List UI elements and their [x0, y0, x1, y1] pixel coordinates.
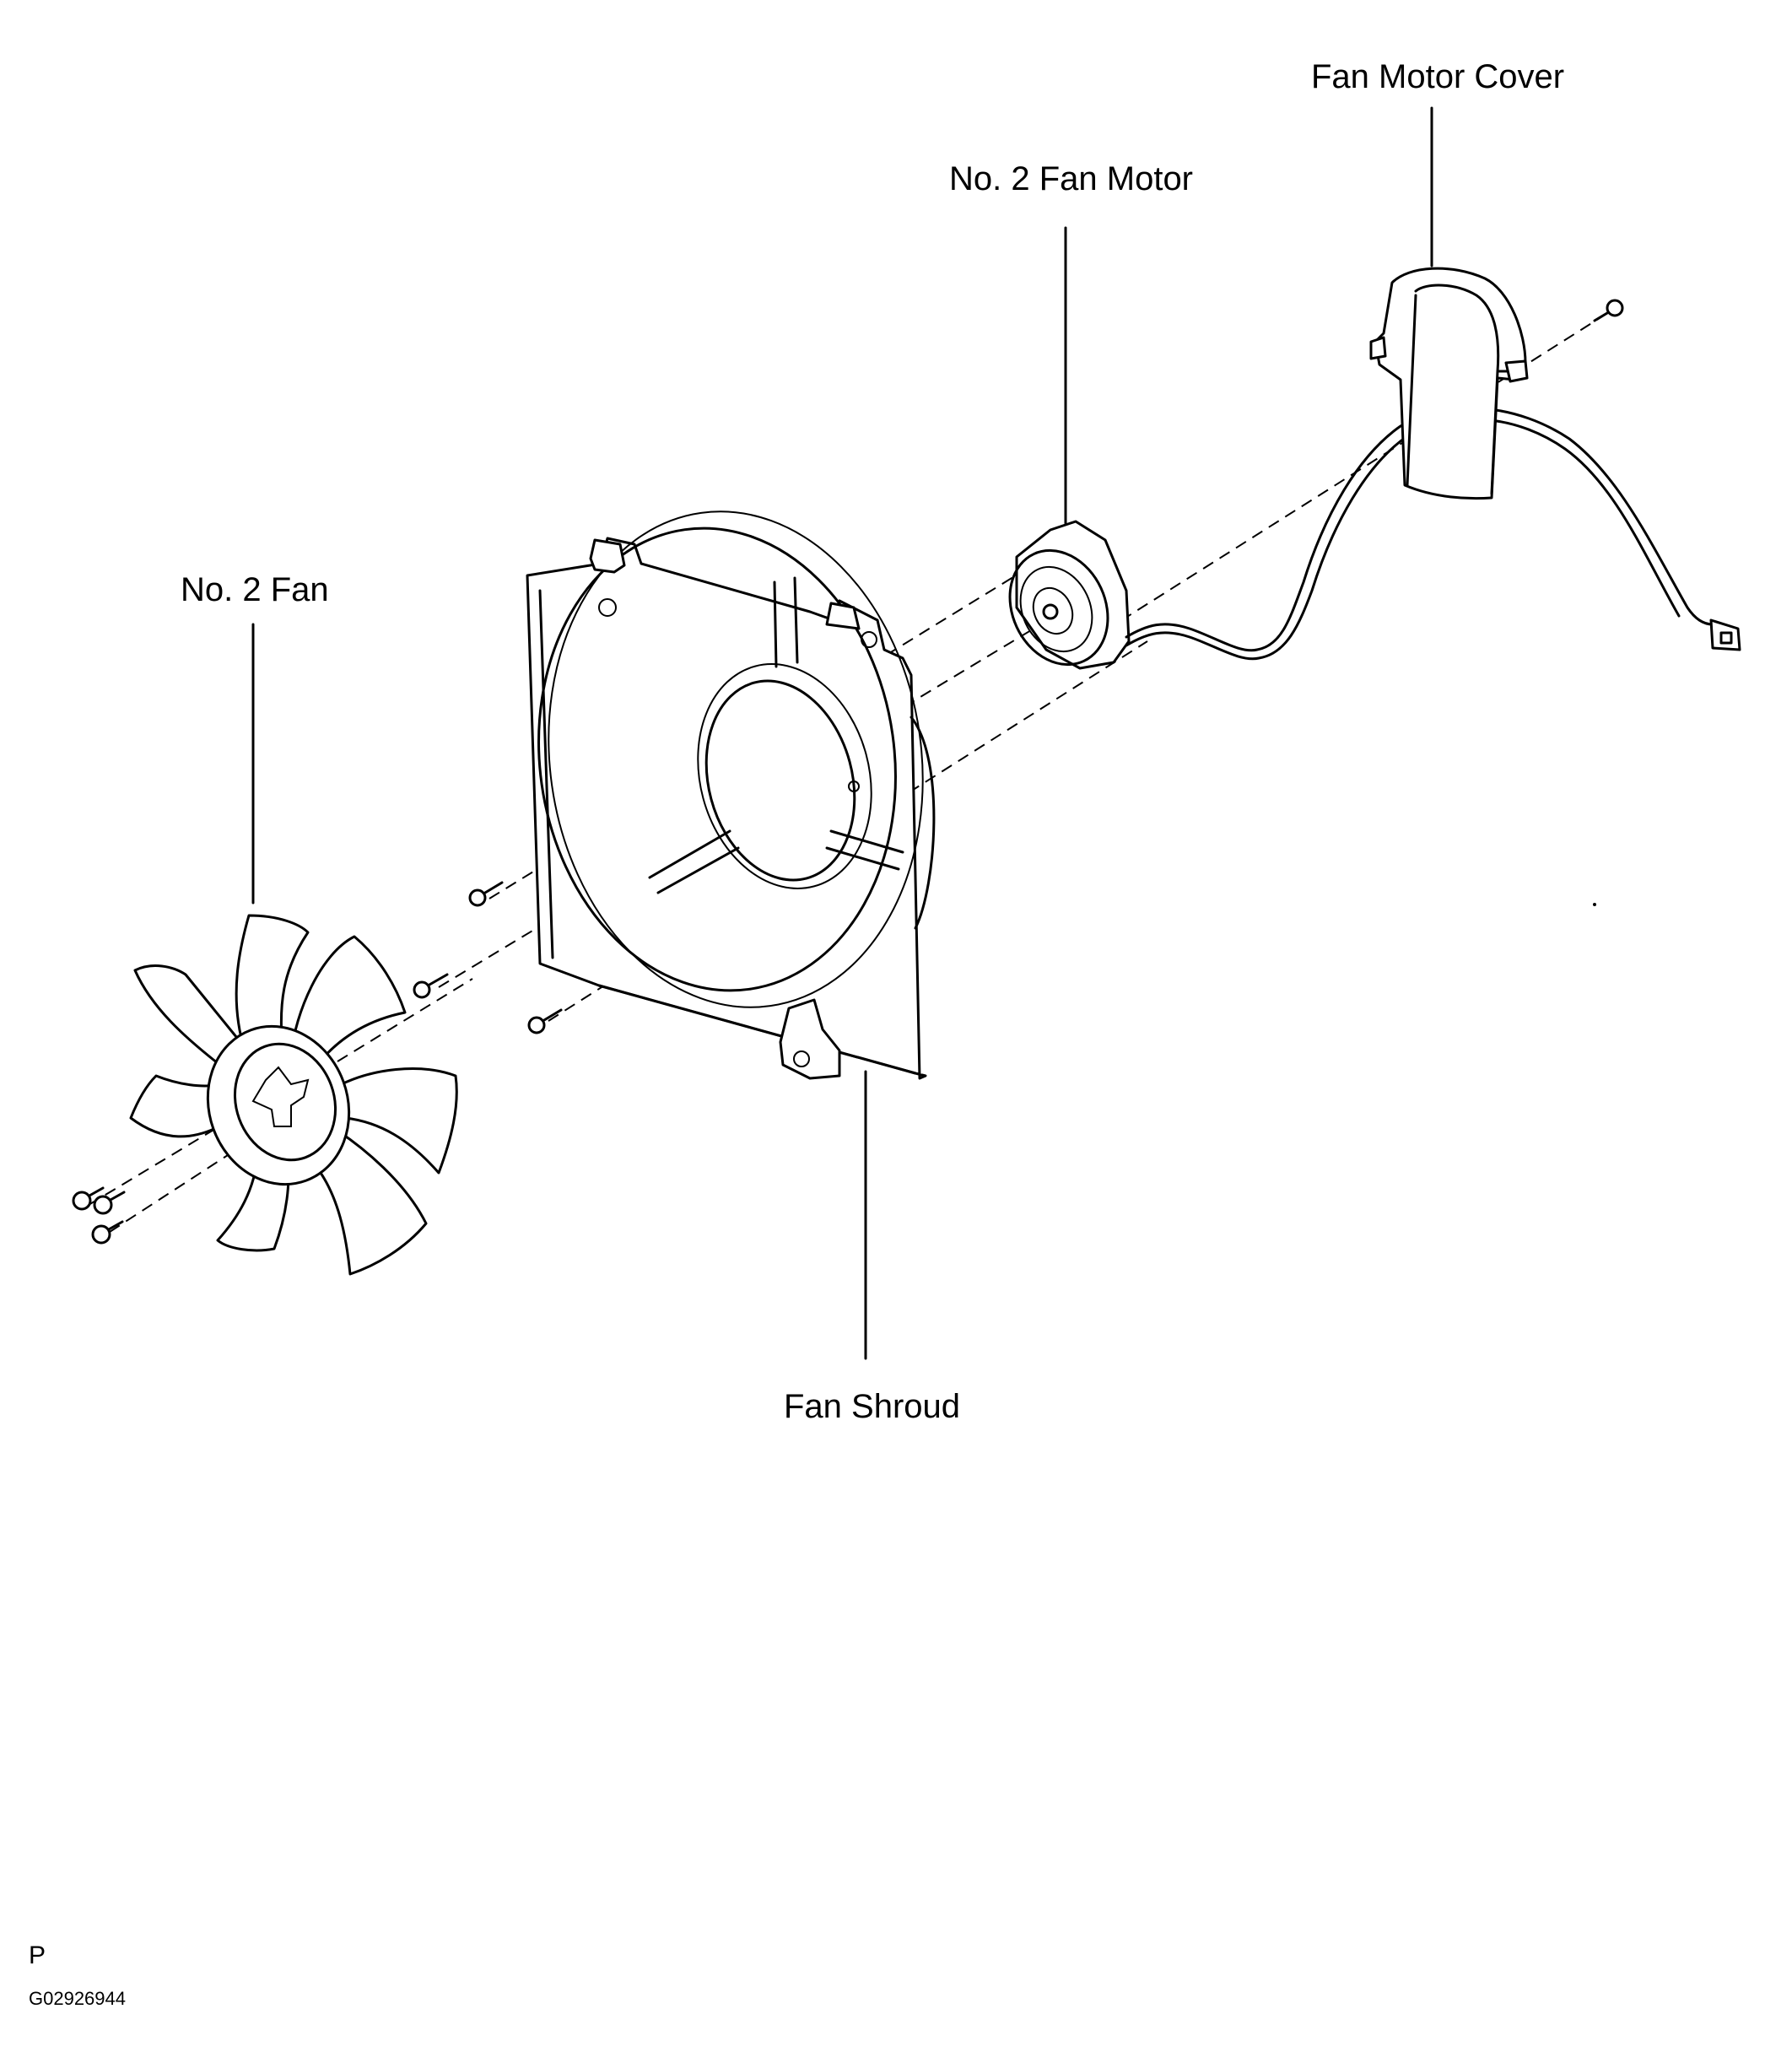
label-no2-fan: No. 2 Fan [181, 571, 329, 608]
fan-blade-top-right [289, 935, 407, 1073]
fan-motor-cover [1369, 267, 1529, 500]
fan-bolt-2 [93, 1191, 126, 1215]
shroud-screws [413, 881, 563, 1034]
shroud-screw-top [468, 881, 504, 907]
fan-bolts [72, 1186, 126, 1245]
axis-line-fan-bolts-1 [88, 1100, 262, 1206]
fan-bolt-1 [72, 1186, 105, 1211]
label-fan-motor-cover: Fan Motor Cover [1311, 58, 1565, 95]
label-no2-fan-motor: No. 2 Fan Motor [949, 160, 1194, 197]
fan-blade-left [129, 1074, 223, 1138]
axis-line-top [488, 556, 1047, 899]
fan-blade-top-left [133, 964, 242, 1065]
footer-mark: P [29, 1941, 46, 1969]
fan-blade-bottom-right [319, 1129, 428, 1276]
axis-line-fan-to-shroud [337, 978, 473, 1062]
figure-code: G02926944 [29, 1988, 126, 2009]
no2-fan [129, 914, 458, 1276]
leader-lines [251, 106, 1433, 1360]
shroud-screw-middle [413, 973, 449, 999]
fan-bolt-3 [91, 1220, 124, 1245]
label-fan-shroud: Fan Shroud [784, 1388, 961, 1425]
fan-blade-right [332, 1067, 458, 1175]
axis-line-cover [1088, 307, 1617, 642]
axis-line-fan-bolts-2 [109, 1121, 279, 1233]
no2-fan-motor [1008, 407, 1741, 670]
fan-blade-top [235, 914, 310, 1052]
shroud-screw-bottom [527, 1008, 563, 1034]
fan-shroud [526, 510, 936, 1080]
cover-screw [1593, 299, 1624, 322]
